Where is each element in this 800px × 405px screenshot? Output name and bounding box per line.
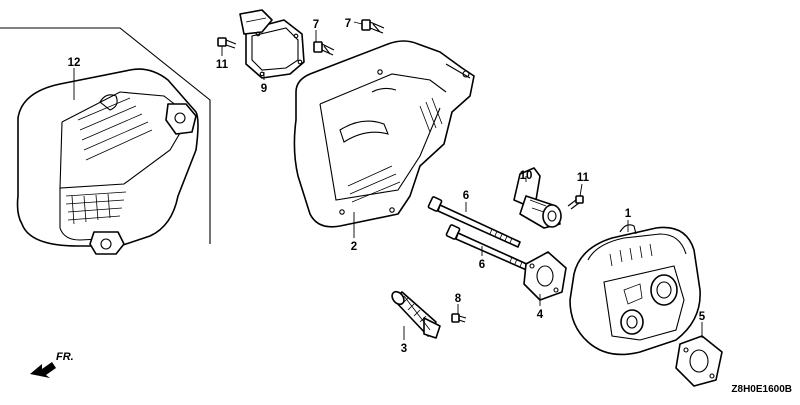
stud-bolt-upper (427, 196, 521, 248)
callout-label-bolt-left: 7 (313, 19, 319, 31)
callout-label-muffler: 1 (625, 208, 632, 220)
callout-label-stud-bolt-upper: 6 (463, 190, 469, 202)
direction-label: FR. (56, 351, 74, 363)
callout-label-spark-arrester: 3 (401, 343, 407, 355)
callout-label-stud-bolt-lower: 6 (479, 259, 485, 271)
callout-numbers: 1 2 3 4 5 6 6 7 7 8 9 10 11 11 12 (68, 18, 706, 355)
bolt-left (313, 41, 335, 56)
leader-lines (73, 21, 703, 340)
callout-label-exhaust-pipe: 10 (520, 170, 533, 182)
callout-label-bolt-right: 7 (345, 18, 351, 30)
callout-label-muffler-protector: 2 (351, 241, 357, 253)
exhaust-gasket (675, 335, 723, 387)
muffler-protector (293, 40, 475, 228)
front-direction-indicator: FR. (30, 351, 74, 378)
callout-label-exhaust-deflector: 9 (261, 83, 267, 95)
callout-label-screw: 8 (455, 293, 462, 305)
screw (451, 313, 467, 323)
outer-cover (16, 68, 199, 255)
callout-label-muffler-gasket: 4 (537, 309, 544, 321)
arrow-left-down-icon (30, 362, 56, 378)
panel-border (0, 27, 211, 244)
bolt-right (361, 19, 385, 34)
callout-label-flange-bolt-left: 11 (216, 59, 229, 71)
flange-bolt-right (567, 195, 584, 210)
stud-bolt-lower (445, 224, 541, 276)
flange-bolt-left (217, 37, 237, 49)
exhaust-pipe (513, 167, 562, 229)
muffler (569, 224, 701, 356)
callout-label-flange-bolt-right: 11 (577, 172, 590, 184)
muffler-gasket (523, 251, 567, 301)
exhaust-deflector (239, 9, 305, 79)
spark-arrester (391, 290, 441, 339)
callout-label-exhaust-gasket: 5 (699, 311, 706, 323)
callout-label-outer-cover: 12 (68, 57, 81, 69)
diagram-code: Z8H0E1600B (731, 384, 792, 395)
